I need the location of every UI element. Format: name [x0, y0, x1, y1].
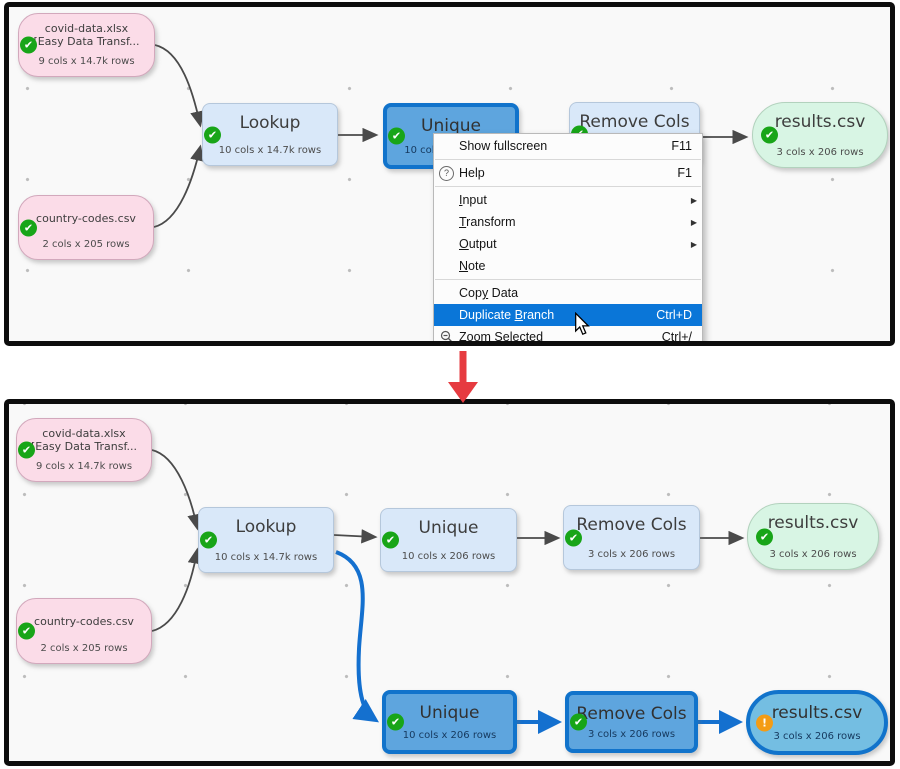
node-title: covid-data.xlsx[Easy Data Transf...	[33, 22, 140, 48]
submenu-arrow-icon: ▶	[690, 195, 697, 205]
node-results-csv[interactable]: ✔ results.csv 3 cols x 206 rows	[747, 503, 879, 570]
menu-item-help[interactable]: ? Help F1	[434, 162, 702, 184]
success-icon: ✔	[387, 713, 404, 731]
node-size-label: 3 cols x 206 rows	[587, 549, 676, 560]
node-title: Unique	[419, 703, 480, 723]
node-size-label: 9 cols x 14.7k rows	[38, 56, 135, 67]
node-remove-cols[interactable]: ✔ Remove Cols 3 cols x 206 rows	[563, 505, 700, 570]
flow-canvas-after: ✔ covid-data.xlsx[Easy Data Transf... 9 …	[4, 399, 895, 766]
menu-separator	[435, 186, 701, 187]
node-title: Lookup	[235, 517, 297, 537]
menu-item-input[interactable]: Input ▶	[459, 193, 697, 207]
warning-icon: !	[756, 714, 773, 731]
flow-canvas-before: ✔ covid-data.xlsx[Easy Data Transf... 9 …	[4, 2, 895, 346]
menu-item-copy-data[interactable]: Copy Data	[459, 286, 519, 300]
menu-item-duplicate-branch[interactable]: Duplicate Branch Ctrl+D	[434, 304, 702, 326]
menu-item-show-fullscreen[interactable]: Show fullscreen F11	[459, 139, 692, 153]
node-title: results.csv	[767, 513, 859, 533]
node-title: covid-data.xlsx[Easy Data Transf...	[30, 427, 138, 453]
node-title: Remove Cols	[579, 112, 690, 132]
success-icon: ✔	[570, 713, 587, 731]
mouse-cursor	[575, 312, 590, 336]
node-results-csv-duplicate[interactable]: ! results.csv 3 cols x 206 rows	[746, 690, 888, 755]
node-results-csv[interactable]: ✔ results.csv 3 cols x 206 rows	[752, 102, 888, 168]
node-title: results.csv	[774, 112, 866, 132]
node-covid-data[interactable]: ✔ covid-data.xlsx[Easy Data Transf... 9 …	[16, 418, 152, 482]
menu-item-zoom-selected[interactable]: Zoom Selected Ctrl+/	[434, 326, 702, 341]
node-covid-data[interactable]: ✔ covid-data.xlsx[Easy Data Transf... 9 …	[18, 13, 155, 77]
success-icon: ✔	[18, 622, 35, 640]
submenu-arrow-icon: ▶	[690, 217, 697, 227]
node-lookup[interactable]: ✔ Lookup 10 cols x 14.7k rows	[202, 103, 338, 166]
connector-country-lookup	[151, 547, 202, 632]
node-title: Unique	[418, 518, 479, 538]
success-icon: ✔	[18, 441, 35, 459]
connector-country-lookup	[153, 144, 205, 228]
node-country-codes[interactable]: ✔ country-codes.csv 2 cols x 205 rows	[16, 598, 152, 664]
success-icon: ✔	[200, 531, 217, 549]
success-icon: ✔	[756, 528, 773, 545]
menu-separator	[435, 279, 701, 280]
node-size-label: 10 cols x 14.7k rows	[214, 552, 318, 563]
node-size-label: 10 cols x 206 rows	[401, 551, 496, 562]
node-title: country-codes.csv	[34, 615, 134, 628]
connector-covid-lookup	[154, 44, 205, 128]
connector-covid-lookup	[151, 449, 202, 531]
node-remove-cols-duplicate[interactable]: ✔ Remove Cols 3 cols x 206 rows	[565, 691, 698, 753]
success-icon: ✔	[20, 219, 37, 236]
red-arrow	[448, 351, 478, 403]
node-title: country-codes.csv	[36, 212, 136, 225]
menu-item-note[interactable]: Note	[459, 259, 486, 273]
node-size-label: 2 cols x 205 rows	[42, 239, 130, 250]
menu-item-transform[interactable]: Transform ▶	[459, 215, 697, 229]
node-size-label: 3 cols x 206 rows	[587, 729, 676, 740]
node-size-label: 3 cols x 206 rows	[773, 731, 861, 742]
menu-item-output[interactable]: Output ▶	[459, 237, 697, 251]
connectors-top	[153, 44, 749, 228]
success-icon: ✔	[761, 126, 778, 144]
node-title: Remove Cols	[576, 704, 687, 724]
success-icon: ✔	[382, 531, 399, 549]
menu-separator	[435, 159, 701, 160]
node-lookup[interactable]: ✔ Lookup 10 cols x 14.7k rows	[198, 507, 334, 573]
node-size-label: 10 cols x 206 rows	[402, 730, 497, 741]
node-country-codes[interactable]: ✔ country-codes.csv 2 cols x 205 rows	[18, 195, 154, 260]
node-size-label: 10 cols x 14.7k rows	[218, 145, 322, 156]
node-title: results.csv	[771, 703, 863, 723]
help-icon: ?	[439, 165, 454, 181]
connector-lookup-unique	[333, 529, 378, 544]
zoom-out-icon	[439, 330, 454, 341]
success-icon: ✔	[388, 127, 405, 145]
submenu-arrow-icon: ▶	[690, 239, 697, 249]
node-title: Unique	[421, 116, 481, 136]
context-menu: Show fullscreen F11 ? Help F1 Input ▶ Tr…	[433, 133, 703, 341]
node-unique[interactable]: ✔ Unique 10 cols x 206 rows	[380, 508, 517, 572]
connector-lookup-unique-branch	[335, 550, 379, 723]
node-title: Remove Cols	[576, 515, 687, 535]
node-unique-duplicate[interactable]: ✔ Unique 10 cols x 206 rows	[382, 690, 517, 754]
success-icon: ✔	[204, 126, 221, 143]
node-size-label: 2 cols x 205 rows	[40, 643, 128, 654]
node-size-label: 9 cols x 14.7k rows	[35, 461, 133, 472]
success-icon: ✔	[20, 36, 37, 54]
success-icon: ✔	[565, 529, 582, 546]
connectors-bottom	[151, 449, 745, 734]
node-size-label: 3 cols x 206 rows	[776, 147, 864, 158]
node-size-label: 3 cols x 206 rows	[769, 549, 857, 560]
node-title: Lookup	[239, 113, 301, 133]
